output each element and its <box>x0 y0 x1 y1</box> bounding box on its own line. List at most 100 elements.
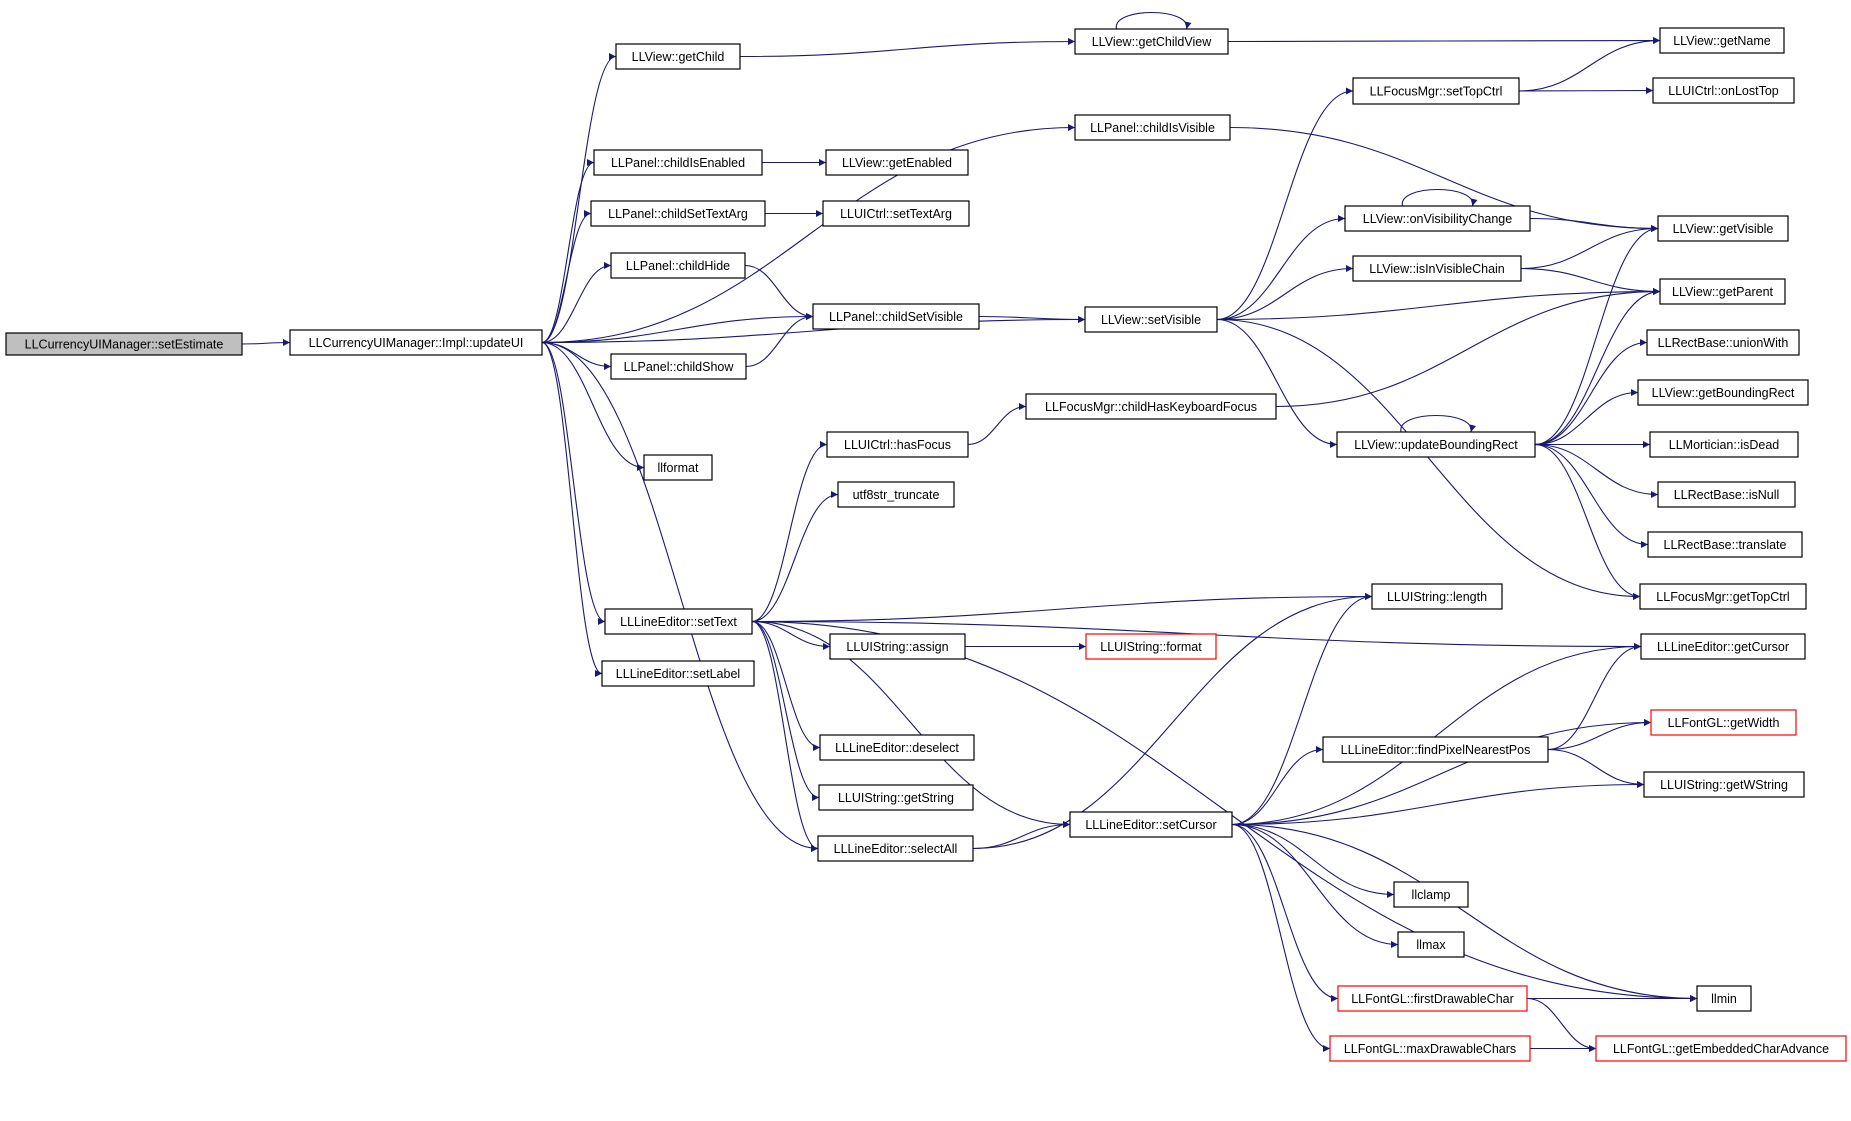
node-lluistring-getstring[interactable]: LLUIString::getString <box>818 784 974 811</box>
node-lllineeditor-findpixelnearestpos[interactable]: LLLineEditor::findPixelNearestPos <box>1322 736 1549 763</box>
node-llpanel-childisvisible[interactable]: LLPanel::childIsVisible <box>1074 114 1231 141</box>
node-llview-getvisible[interactable]: LLView::getVisible <box>1657 215 1789 242</box>
node-box[interactable] <box>825 149 969 176</box>
node-llrectbase-unionwith[interactable]: LLRectBase::unionWith <box>1646 329 1800 356</box>
node-box[interactable] <box>1637 379 1809 406</box>
node-llfontgl-getwidth[interactable]: LLFontGL::getWidth <box>1650 709 1797 736</box>
node-llclamp[interactable]: llclamp <box>1393 881 1469 908</box>
node-box[interactable] <box>1643 771 1805 798</box>
node-llview-updateboundingrect[interactable]: LLView::updateBoundingRect <box>1336 431 1536 458</box>
node-box[interactable] <box>1025 393 1277 420</box>
node-llview-setvisible[interactable]: LLView::setVisible <box>1084 306 1218 333</box>
node-box[interactable] <box>1657 215 1789 242</box>
node-box[interactable] <box>1646 329 1800 356</box>
node-llview-getname[interactable]: LLView::getName <box>1659 27 1785 54</box>
node-box[interactable] <box>601 660 755 687</box>
node-box[interactable] <box>1322 736 1549 763</box>
node-lllineeditor-getcursor[interactable]: LLLineEditor::getCursor <box>1640 633 1806 660</box>
node-box[interactable] <box>1337 985 1528 1012</box>
node-box[interactable] <box>1650 709 1797 736</box>
node-box[interactable] <box>604 608 753 635</box>
node-lllineeditor-setcursor[interactable]: LLLineEditor::setCursor <box>1069 811 1233 838</box>
node-box[interactable] <box>1084 306 1218 333</box>
node-box[interactable] <box>1393 881 1469 908</box>
node-box[interactable] <box>610 353 747 380</box>
node-utf8str-truncate[interactable]: utf8str_truncate <box>837 481 955 508</box>
node-box[interactable] <box>1639 583 1807 610</box>
node-box[interactable] <box>5 332 243 356</box>
node-llcurrencyuimanager-setestimate[interactable]: LLCurrencyUIManager::setEstimate <box>5 332 243 356</box>
node-box[interactable] <box>1652 77 1795 104</box>
node-llpanel-childsettextarg[interactable]: LLPanel::childSetTextArg <box>590 200 766 227</box>
node-llfocusmgr-gettopctrl[interactable]: LLFocusMgr::getTopCtrl <box>1639 583 1807 610</box>
node-llview-getchildview[interactable]: LLView::getChildView <box>1074 28 1229 55</box>
node-box[interactable] <box>1352 255 1522 282</box>
node-llpanel-childshow[interactable]: LLPanel::childShow <box>610 353 747 380</box>
node-box[interactable] <box>1659 27 1785 54</box>
node-box[interactable] <box>1647 531 1803 558</box>
node-box[interactable] <box>1074 28 1229 55</box>
node-box[interactable] <box>822 200 970 227</box>
node-box[interactable] <box>1329 1035 1531 1062</box>
node-llview-isinvisiblechain[interactable]: LLView::isInVisibleChain <box>1352 255 1522 282</box>
node-lluistring-assign[interactable]: LLUIString::assign <box>829 633 966 660</box>
node-box[interactable] <box>1352 77 1520 105</box>
node-llrectbase-isnull[interactable]: LLRectBase::isNull <box>1657 481 1796 508</box>
node-box[interactable] <box>1371 583 1503 610</box>
node-lllineeditor-selectall[interactable]: LLLineEditor::selectAll <box>817 835 974 862</box>
node-llfontgl-firstdrawablechar[interactable]: LLFontGL::firstDrawableChar <box>1337 985 1528 1012</box>
node-llfocusmgr-childhaskeyboardfocus[interactable]: LLFocusMgr::childHasKeyboardFocus <box>1025 393 1277 420</box>
node-box[interactable] <box>1649 431 1799 458</box>
node-llpanel-childisenabled[interactable]: LLPanel::childIsEnabled <box>593 149 763 176</box>
node-box[interactable] <box>818 784 974 811</box>
node-box[interactable] <box>590 200 766 227</box>
node-llfontgl-maxdrawablechars[interactable]: LLFontGL::maxDrawableChars <box>1329 1035 1531 1062</box>
node-llfontgl-getembeddedcharadvance[interactable]: LLFontGL::getEmbeddedCharAdvance <box>1595 1035 1847 1062</box>
node-box[interactable] <box>1696 985 1752 1012</box>
node-llrectbase-translate[interactable]: LLRectBase::translate <box>1647 531 1803 558</box>
node-box[interactable] <box>615 43 741 70</box>
node-lluistring-format[interactable]: LLUIString::format <box>1085 633 1217 660</box>
node-box[interactable] <box>593 149 763 176</box>
node-box[interactable] <box>1397 931 1465 958</box>
node-lluistring-length[interactable]: LLUIString::length <box>1371 583 1503 610</box>
node-box[interactable] <box>1595 1035 1847 1062</box>
node-llmax[interactable]: llmax <box>1397 931 1465 958</box>
node-box[interactable] <box>610 252 746 279</box>
node-lllineeditor-deselect[interactable]: LLLineEditor::deselect <box>819 734 975 761</box>
node-box[interactable] <box>819 734 975 761</box>
node-lluictrl-onlosttop[interactable]: LLUICtrl::onLostTop <box>1652 77 1795 104</box>
node-box[interactable] <box>1074 114 1231 141</box>
node-llmortician-isdead[interactable]: LLMortician::isDead <box>1649 431 1799 458</box>
node-llformat[interactable]: llformat <box>643 454 713 481</box>
node-llpanel-childsetvisible[interactable]: LLPanel::childSetVisible <box>812 303 980 330</box>
node-box[interactable] <box>826 431 969 458</box>
node-lluictrl-settextarg[interactable]: LLUICtrl::setTextArg <box>822 200 970 227</box>
node-llfocusmgr-settopctrl[interactable]: LLFocusMgr::setTopCtrl <box>1352 77 1520 105</box>
node-box[interactable] <box>1344 205 1531 232</box>
node-llcurrencyuimanager-impl-updateui[interactable]: LLCurrencyUIManager::Impl::updateUI <box>289 329 543 356</box>
node-llview-onvisibilitychange[interactable]: LLView::onVisibilityChange <box>1344 205 1531 232</box>
node-box[interactable] <box>643 454 713 481</box>
node-box[interactable] <box>812 303 980 330</box>
node-lllineeditor-settext[interactable]: LLLineEditor::setText <box>604 608 753 635</box>
node-llpanel-childhide[interactable]: LLPanel::childHide <box>610 252 746 279</box>
node-box[interactable] <box>837 481 955 508</box>
node-box[interactable] <box>289 329 543 356</box>
node-llview-getchild[interactable]: LLView::getChild <box>615 43 741 70</box>
node-box[interactable] <box>1657 481 1796 508</box>
node-lluictrl-hasfocus[interactable]: LLUICtrl::hasFocus <box>826 431 969 458</box>
node-box[interactable] <box>1659 278 1786 305</box>
node-lluistring-getwstring[interactable]: LLUIString::getWString <box>1643 771 1805 798</box>
node-lllineeditor-setlabel[interactable]: LLLineEditor::setLabel <box>601 660 755 687</box>
node-box[interactable] <box>1085 633 1217 660</box>
node-llview-getboundingrect[interactable]: LLView::getBoundingRect <box>1637 379 1809 406</box>
node-llview-getenabled[interactable]: LLView::getEnabled <box>825 149 969 176</box>
node-box[interactable] <box>1336 431 1536 458</box>
node-box[interactable] <box>1640 633 1806 660</box>
node-box[interactable] <box>829 633 966 660</box>
node-box[interactable] <box>1069 811 1233 838</box>
node-box[interactable] <box>817 835 974 862</box>
node-llview-getparent[interactable]: LLView::getParent <box>1659 278 1786 305</box>
node-llmin[interactable]: llmin <box>1696 985 1752 1012</box>
